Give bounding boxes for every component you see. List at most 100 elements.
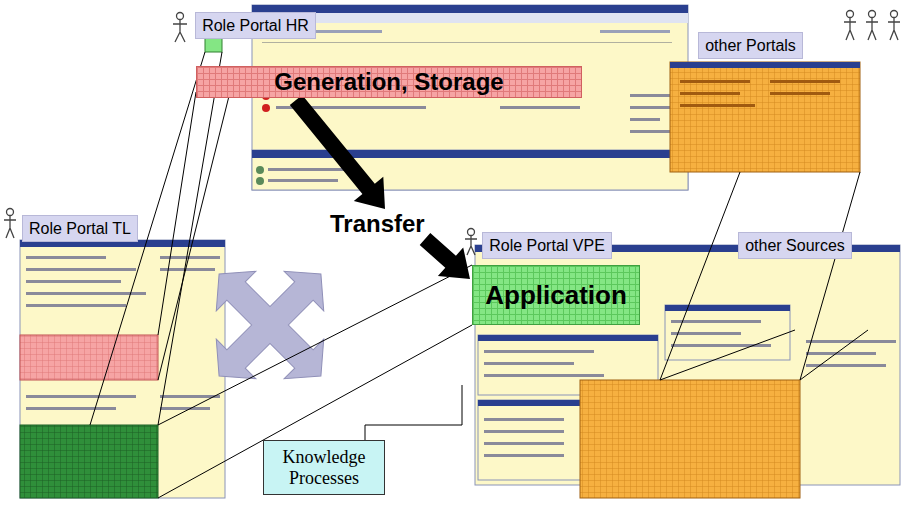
tl-screenshot-part <box>20 425 158 498</box>
other-portals-screenshot-part <box>670 62 860 172</box>
hr-screenshot-part <box>600 30 670 33</box>
person-icon-part <box>869 11 876 18</box>
tl-screenshot-part <box>26 268 136 271</box>
other-portals-screenshot-part <box>680 104 755 107</box>
vpe-screenshot-part <box>484 418 564 421</box>
person-icon-part <box>4 216 16 238</box>
projection-lines-part <box>158 265 472 425</box>
tl-screenshot-part <box>20 335 158 380</box>
person-icon-part <box>7 209 14 216</box>
hr-screenshot-part <box>630 94 670 97</box>
person-icon <box>844 11 900 41</box>
person-icon <box>4 209 16 239</box>
vpe-screenshot-part <box>484 454 564 457</box>
hr-screenshot-part <box>252 5 688 13</box>
hr-screenshot-part <box>252 150 688 158</box>
projection-lines-part <box>800 172 860 380</box>
other-portals-screenshot-part <box>680 92 740 95</box>
vpe-screenshot-part <box>671 332 741 335</box>
hr-screenshot-part <box>256 177 264 185</box>
other-portals-screenshot-part <box>680 80 750 83</box>
tl-screenshot-part <box>160 407 210 410</box>
tl-screenshot-part <box>26 407 116 410</box>
hr-green-mark <box>205 38 222 52</box>
hr-screenshot-part <box>500 106 580 109</box>
portal-label: Role Portal TL <box>22 215 138 242</box>
tl-screenshot-part <box>160 256 220 259</box>
box-text: Knowledge Processes <box>264 447 384 489</box>
box-text: Role Portal HR <box>202 16 309 35</box>
exchange-arrows <box>168 223 372 427</box>
person-icon-part <box>891 11 898 18</box>
portal-label: Role Portal VPE <box>482 232 612 259</box>
sources-projection-box <box>580 380 800 498</box>
box-text: other Portals <box>705 36 796 55</box>
tl-screenshot <box>20 240 225 498</box>
transfer-arrow <box>290 95 470 279</box>
vpe-screenshot-part <box>478 335 658 341</box>
vpe-screenshot-part <box>665 305 790 360</box>
hr-screenshot-part <box>268 179 338 182</box>
vpe-screenshot-part <box>484 442 564 445</box>
box-text: Role Portal TL <box>29 219 131 238</box>
process-box: Knowledge Processes <box>263 440 385 495</box>
person-icon-part <box>468 229 475 236</box>
person-icon-part <box>847 11 854 18</box>
person-icon-part <box>177 13 184 20</box>
hr-screenshot-part <box>630 130 670 133</box>
hr-screenshot-part <box>262 104 270 112</box>
arrow-segment <box>420 233 470 279</box>
box-text: Generation, Storage <box>274 69 503 95</box>
other-portals-screenshot-part <box>670 62 860 68</box>
tl-screenshot-part <box>26 304 126 307</box>
other-portals-screenshot-part <box>770 92 830 95</box>
vpe-screenshot-part <box>806 352 876 355</box>
box-text: Application <box>485 280 627 310</box>
projection-lines-part <box>158 92 196 335</box>
person-icon-part <box>888 18 900 40</box>
hr-screenshot-part <box>252 13 688 23</box>
other-portals-screenshot-part <box>770 80 840 83</box>
other-portals-screenshot <box>670 62 860 172</box>
person-icon-part <box>173 20 187 42</box>
application-box: Application <box>472 265 640 325</box>
tl-screenshot-part <box>26 395 136 398</box>
projection-lines-part <box>800 330 868 380</box>
hr-screenshot-part <box>262 42 672 43</box>
vpe-screenshot-part <box>484 362 574 365</box>
vpe-screenshot-part <box>484 374 604 377</box>
projection-lines-part <box>660 330 795 380</box>
tl-screenshot-part <box>26 292 146 295</box>
projection-lines-part <box>158 52 222 425</box>
generation-band: Generation, Storage <box>196 66 582 98</box>
box-text: other Sources <box>745 236 845 255</box>
projection-lines-part <box>158 92 230 380</box>
person-icon-part <box>866 18 878 40</box>
person-icon <box>465 229 477 256</box>
projection-lines <box>90 52 868 498</box>
hr-screenshot-part <box>252 150 688 190</box>
arrow-segment <box>290 95 385 209</box>
hr-screenshot-part <box>630 106 670 109</box>
tl-screenshot-part <box>26 280 121 283</box>
sources-label: other Sources <box>738 232 852 259</box>
vpe-screenshot-part <box>484 430 564 433</box>
vpe-screenshot-part <box>671 320 761 323</box>
edge-label: Transfer <box>330 210 425 238</box>
exchange-arrows-part <box>168 223 372 427</box>
hr-screenshot-part <box>630 118 660 121</box>
portal-label: other Portals <box>698 32 803 59</box>
vpe-screenshot-part <box>484 350 594 353</box>
vpe-screenshot-part <box>665 305 790 311</box>
portal-label: Role Portal HR <box>195 12 316 39</box>
projection-lines-part <box>158 325 472 498</box>
tl-screenshot-part <box>20 240 225 498</box>
person-icon-part <box>465 236 477 255</box>
person-icon <box>173 13 187 43</box>
hr-screenshot-part <box>256 166 264 174</box>
bracket-line <box>365 385 462 440</box>
tl-screenshot-part <box>26 256 106 259</box>
person-icon-part <box>844 18 856 40</box>
projection-lines-part <box>660 172 740 380</box>
box-text: Role Portal VPE <box>489 236 605 255</box>
